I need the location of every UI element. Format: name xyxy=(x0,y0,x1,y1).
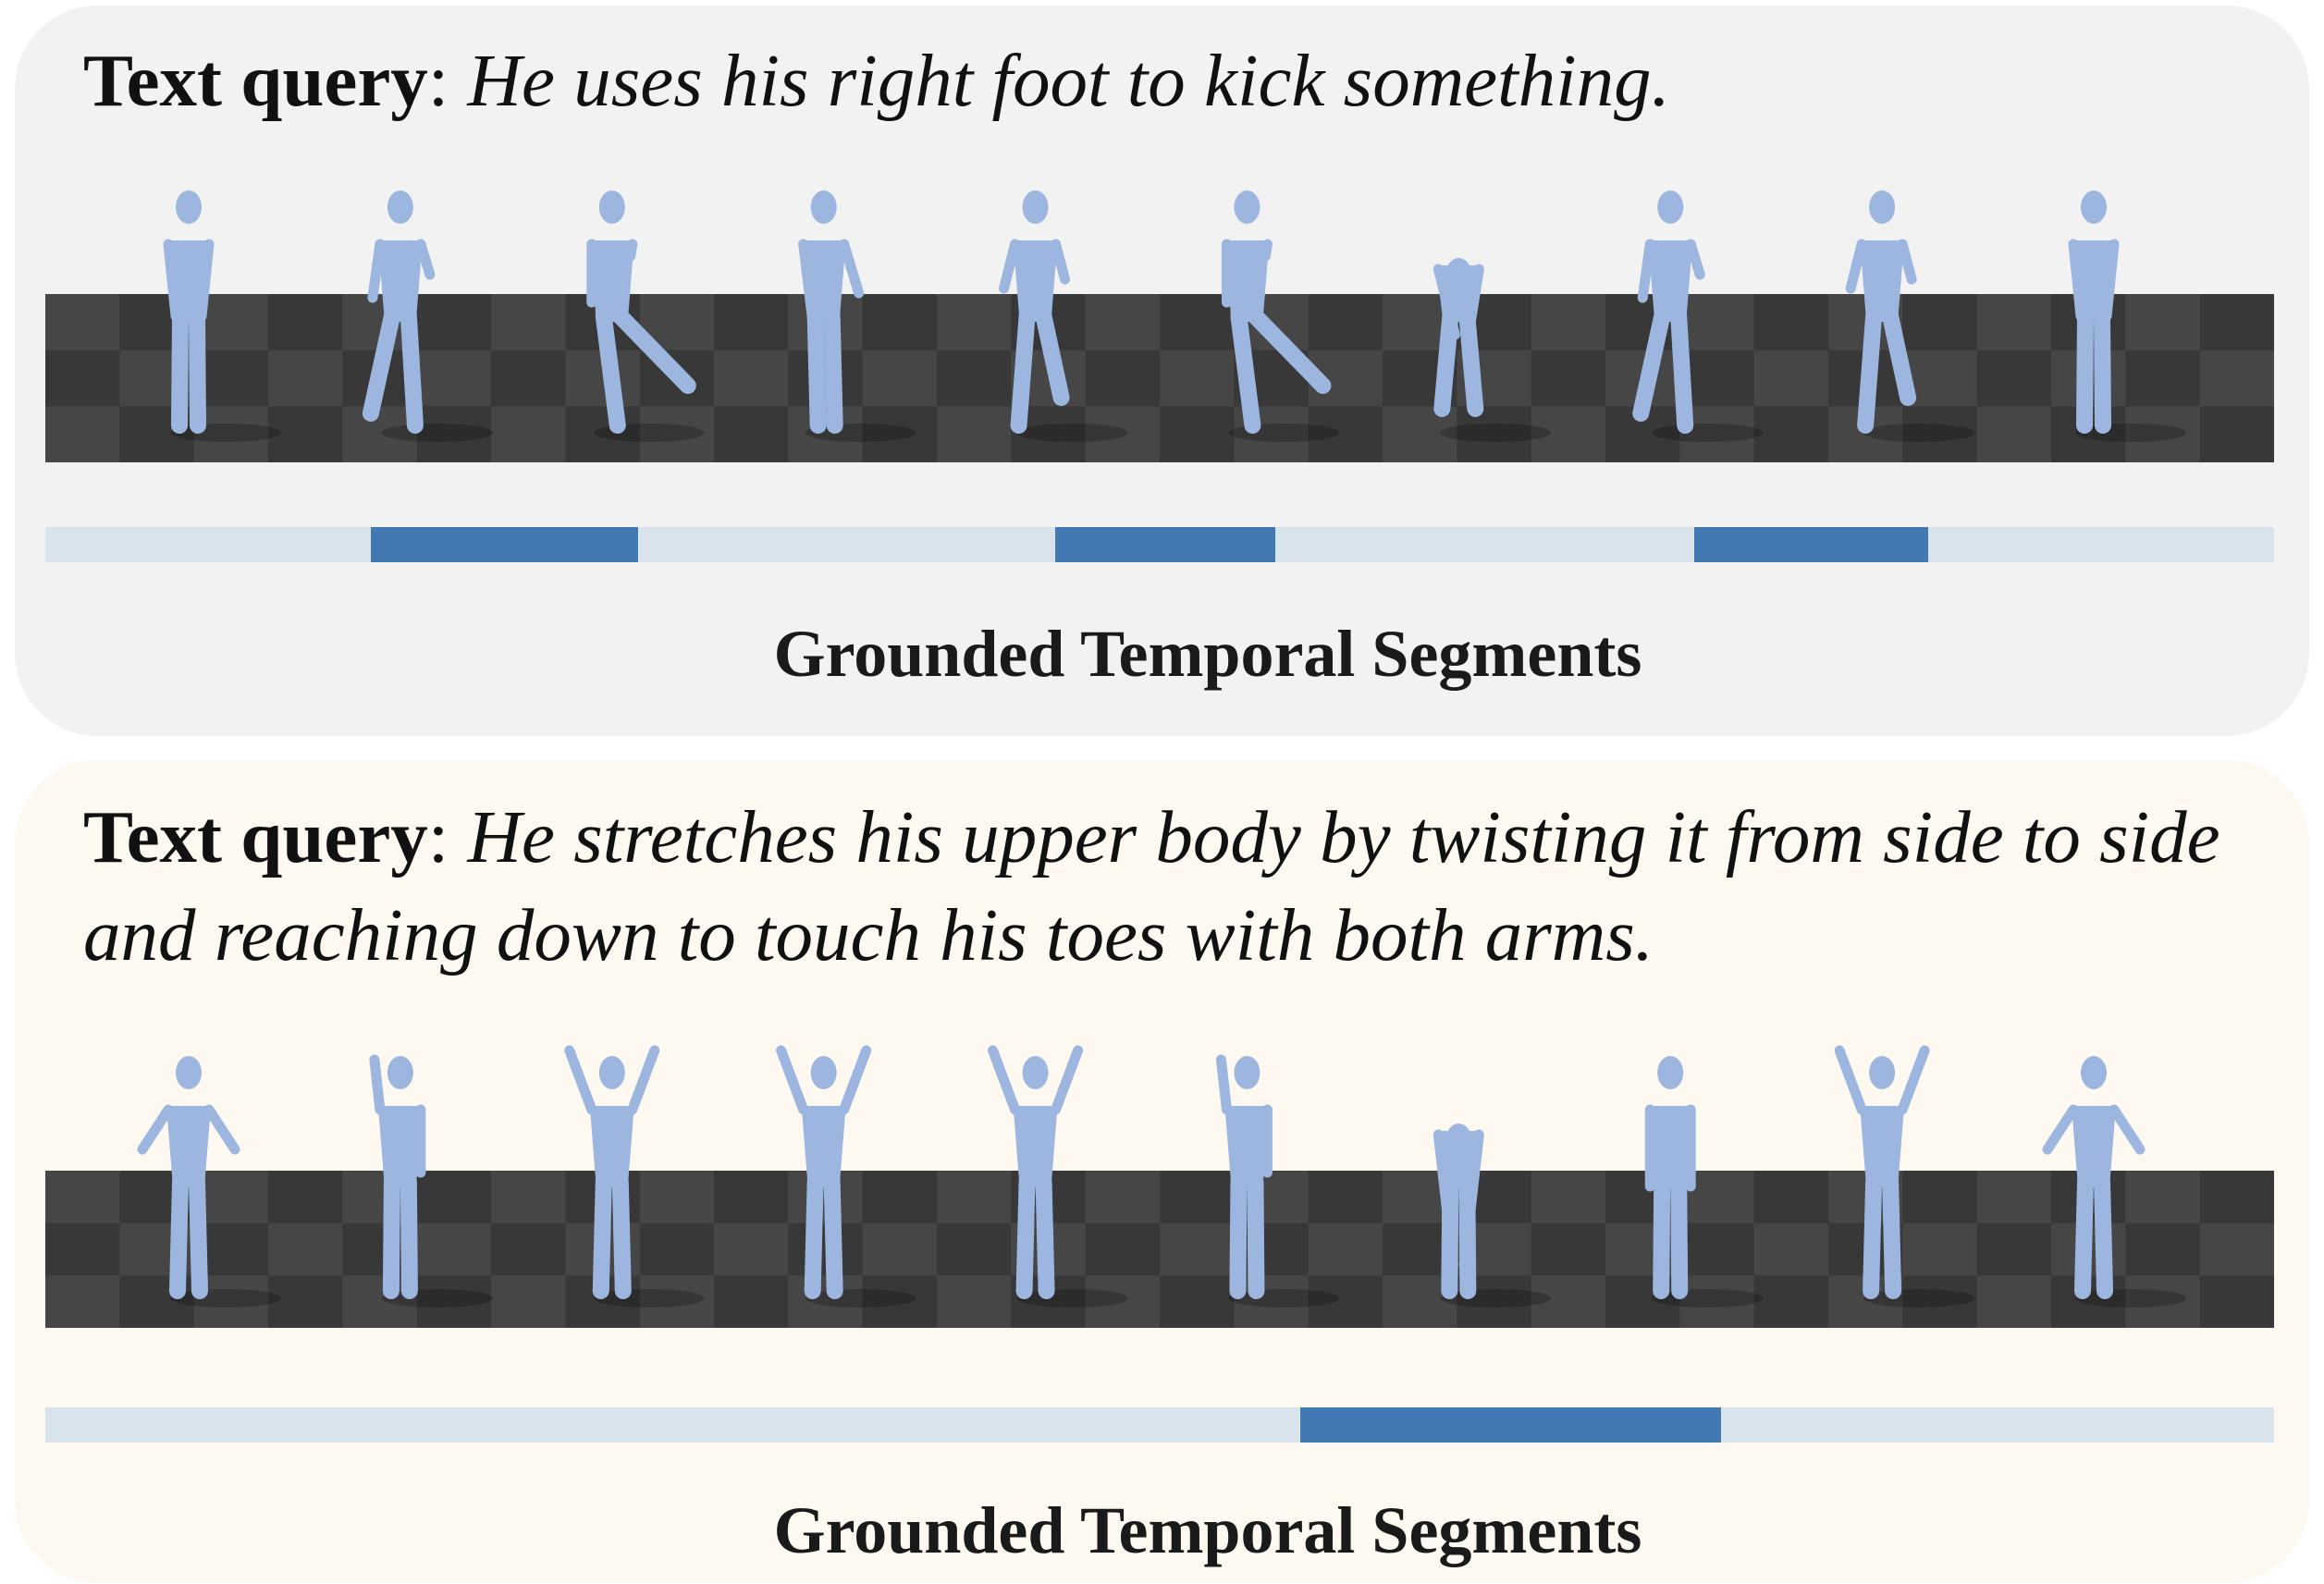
human-pose-frame xyxy=(798,190,916,442)
temporal-segment-bar xyxy=(45,527,2274,562)
motion-frames xyxy=(45,1045,2274,1328)
text-query: Text query: He uses his right foot to ki… xyxy=(83,31,2266,129)
human-pose-frame xyxy=(1632,190,1764,442)
human-pose-frame xyxy=(137,1056,281,1308)
human-pose-frame xyxy=(999,190,1128,442)
query-label: Text query xyxy=(83,795,428,878)
query-separator: : xyxy=(427,39,468,122)
human-pose-frame xyxy=(1433,1124,1552,1308)
query-panel-stretch: Text query: He stretches his upper body … xyxy=(15,760,2309,1583)
query-text: He uses his right foot to kick something… xyxy=(467,39,1670,122)
human-pose-frame xyxy=(1845,190,1975,442)
motion-frames-strip xyxy=(45,183,2274,462)
temporal-segment-bar xyxy=(45,1407,2274,1443)
grounded-segment xyxy=(1694,527,1929,562)
human-pose-frame xyxy=(988,1045,1128,1308)
human-pose-frame xyxy=(1644,1056,1764,1308)
motion-frames-strip xyxy=(45,1039,2274,1328)
grounded-segment xyxy=(1299,1407,1722,1443)
human-pose-frame xyxy=(1221,190,1340,442)
grounded-segments-caption: Grounded Temporal Segments xyxy=(773,1493,1642,1567)
grounded-segment xyxy=(370,527,639,562)
grounded-segments-caption: Grounded Temporal Segments xyxy=(773,617,1642,691)
human-pose-frame xyxy=(564,1045,705,1308)
human-pose-frame xyxy=(1834,1045,1975,1308)
human-pose-frame xyxy=(1433,258,1552,442)
human-pose-frame xyxy=(776,1045,916,1308)
human-pose-frame xyxy=(369,1054,493,1308)
text-query: Text query: He stretches his upper body … xyxy=(83,788,2293,984)
motion-frames xyxy=(45,190,2274,462)
human-pose-frame xyxy=(362,190,493,442)
human-pose-frame xyxy=(1215,1054,1340,1308)
human-pose-frame xyxy=(2042,1056,2186,1308)
query-separator: : xyxy=(427,795,468,878)
human-pose-frame xyxy=(2068,190,2186,442)
grounded-segment xyxy=(1054,527,1276,562)
human-pose-frame xyxy=(163,190,281,442)
human-pose-frame xyxy=(586,190,705,442)
query-label: Text query xyxy=(83,39,428,122)
query-text: He stretches his upper body by twisting … xyxy=(83,795,2220,976)
query-panel-kick: Text query: He uses his right foot to ki… xyxy=(15,6,2309,736)
